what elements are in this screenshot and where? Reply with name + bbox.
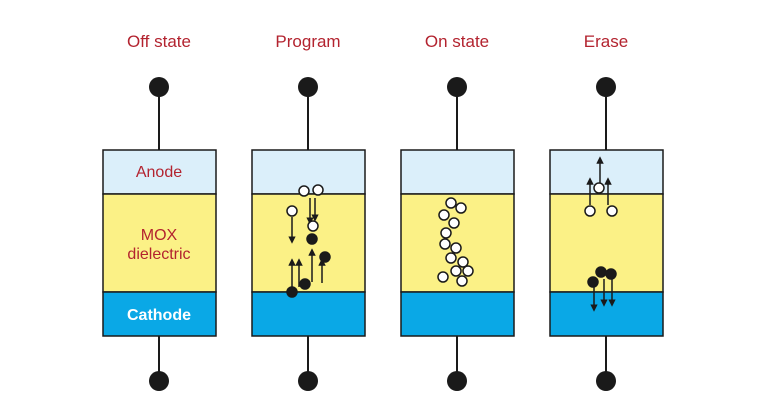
mox-layer: [102, 193, 217, 293]
cathode-label: Cathode: [127, 307, 191, 324]
oxygen-vacancy: [307, 220, 319, 232]
mox-label-line1: MOX: [141, 227, 178, 244]
oxygen-vacancy: [438, 209, 450, 221]
oxygen-ion: [319, 251, 331, 263]
oxygen-vacancy: [440, 227, 452, 239]
oxygen-ion: [605, 268, 617, 280]
top-terminal: [149, 77, 169, 97]
oxygen-ion: [306, 233, 318, 245]
conductive-filament: [437, 197, 474, 287]
panel-erase: Erase: [549, 32, 664, 391]
ions: [286, 184, 331, 298]
top-terminal: [447, 77, 467, 97]
ion-arrows: [288, 198, 326, 289]
cathode-layer: [251, 291, 366, 337]
oxygen-vacancy: [606, 205, 618, 217]
oxygen-ion: [595, 266, 607, 278]
bottom-terminal: [447, 371, 467, 391]
oxygen-vacancy: [448, 217, 460, 229]
bottom-terminal: [596, 371, 616, 391]
oxygen-ion: [286, 286, 298, 298]
panel-title-on-state: On state: [425, 32, 489, 51]
oxygen-ion: [587, 276, 599, 288]
oxygen-ion: [299, 278, 311, 290]
oxygen-vacancy: [457, 256, 469, 268]
bottom-terminal: [298, 371, 318, 391]
panel-title-erase: Erase: [584, 32, 628, 51]
oxygen-vacancy: [437, 271, 449, 283]
panel-program: Program: [251, 32, 366, 391]
panel-title-program: Program: [275, 32, 340, 51]
oxygen-vacancy: [445, 197, 457, 209]
top-terminal: [298, 77, 318, 97]
oxygen-vacancy: [584, 205, 596, 217]
oxygen-vacancy: [455, 202, 467, 214]
oxygen-vacancy: [456, 275, 468, 287]
anode-layer: [549, 149, 664, 195]
oxygen-vacancy: [593, 182, 605, 194]
bottom-terminal: [149, 371, 169, 391]
oxygen-vacancy: [286, 205, 298, 217]
oxygen-vacancy: [439, 238, 451, 250]
cathode-layer: [549, 291, 664, 337]
panel-off-state: Off state Anode MOX dielectric Cathode: [102, 32, 217, 391]
ions: [584, 182, 618, 288]
cathode-layer: [400, 291, 515, 337]
panel-on-state: On state: [400, 32, 515, 391]
top-terminal: [596, 77, 616, 97]
mox-label-line2: dielectric: [127, 246, 190, 263]
oxygen-vacancy: [462, 265, 474, 277]
oxygen-vacancy: [450, 242, 462, 254]
oxygen-vacancy: [445, 252, 457, 264]
panel-title-off-state: Off state: [127, 32, 191, 51]
anode-layer: [400, 149, 515, 195]
oxygen-vacancy: [298, 185, 310, 197]
anode-label: Anode: [136, 164, 182, 181]
oxygen-vacancy: [312, 184, 324, 196]
anode-layer: [251, 149, 366, 195]
oxygen-vacancy: [450, 265, 462, 277]
